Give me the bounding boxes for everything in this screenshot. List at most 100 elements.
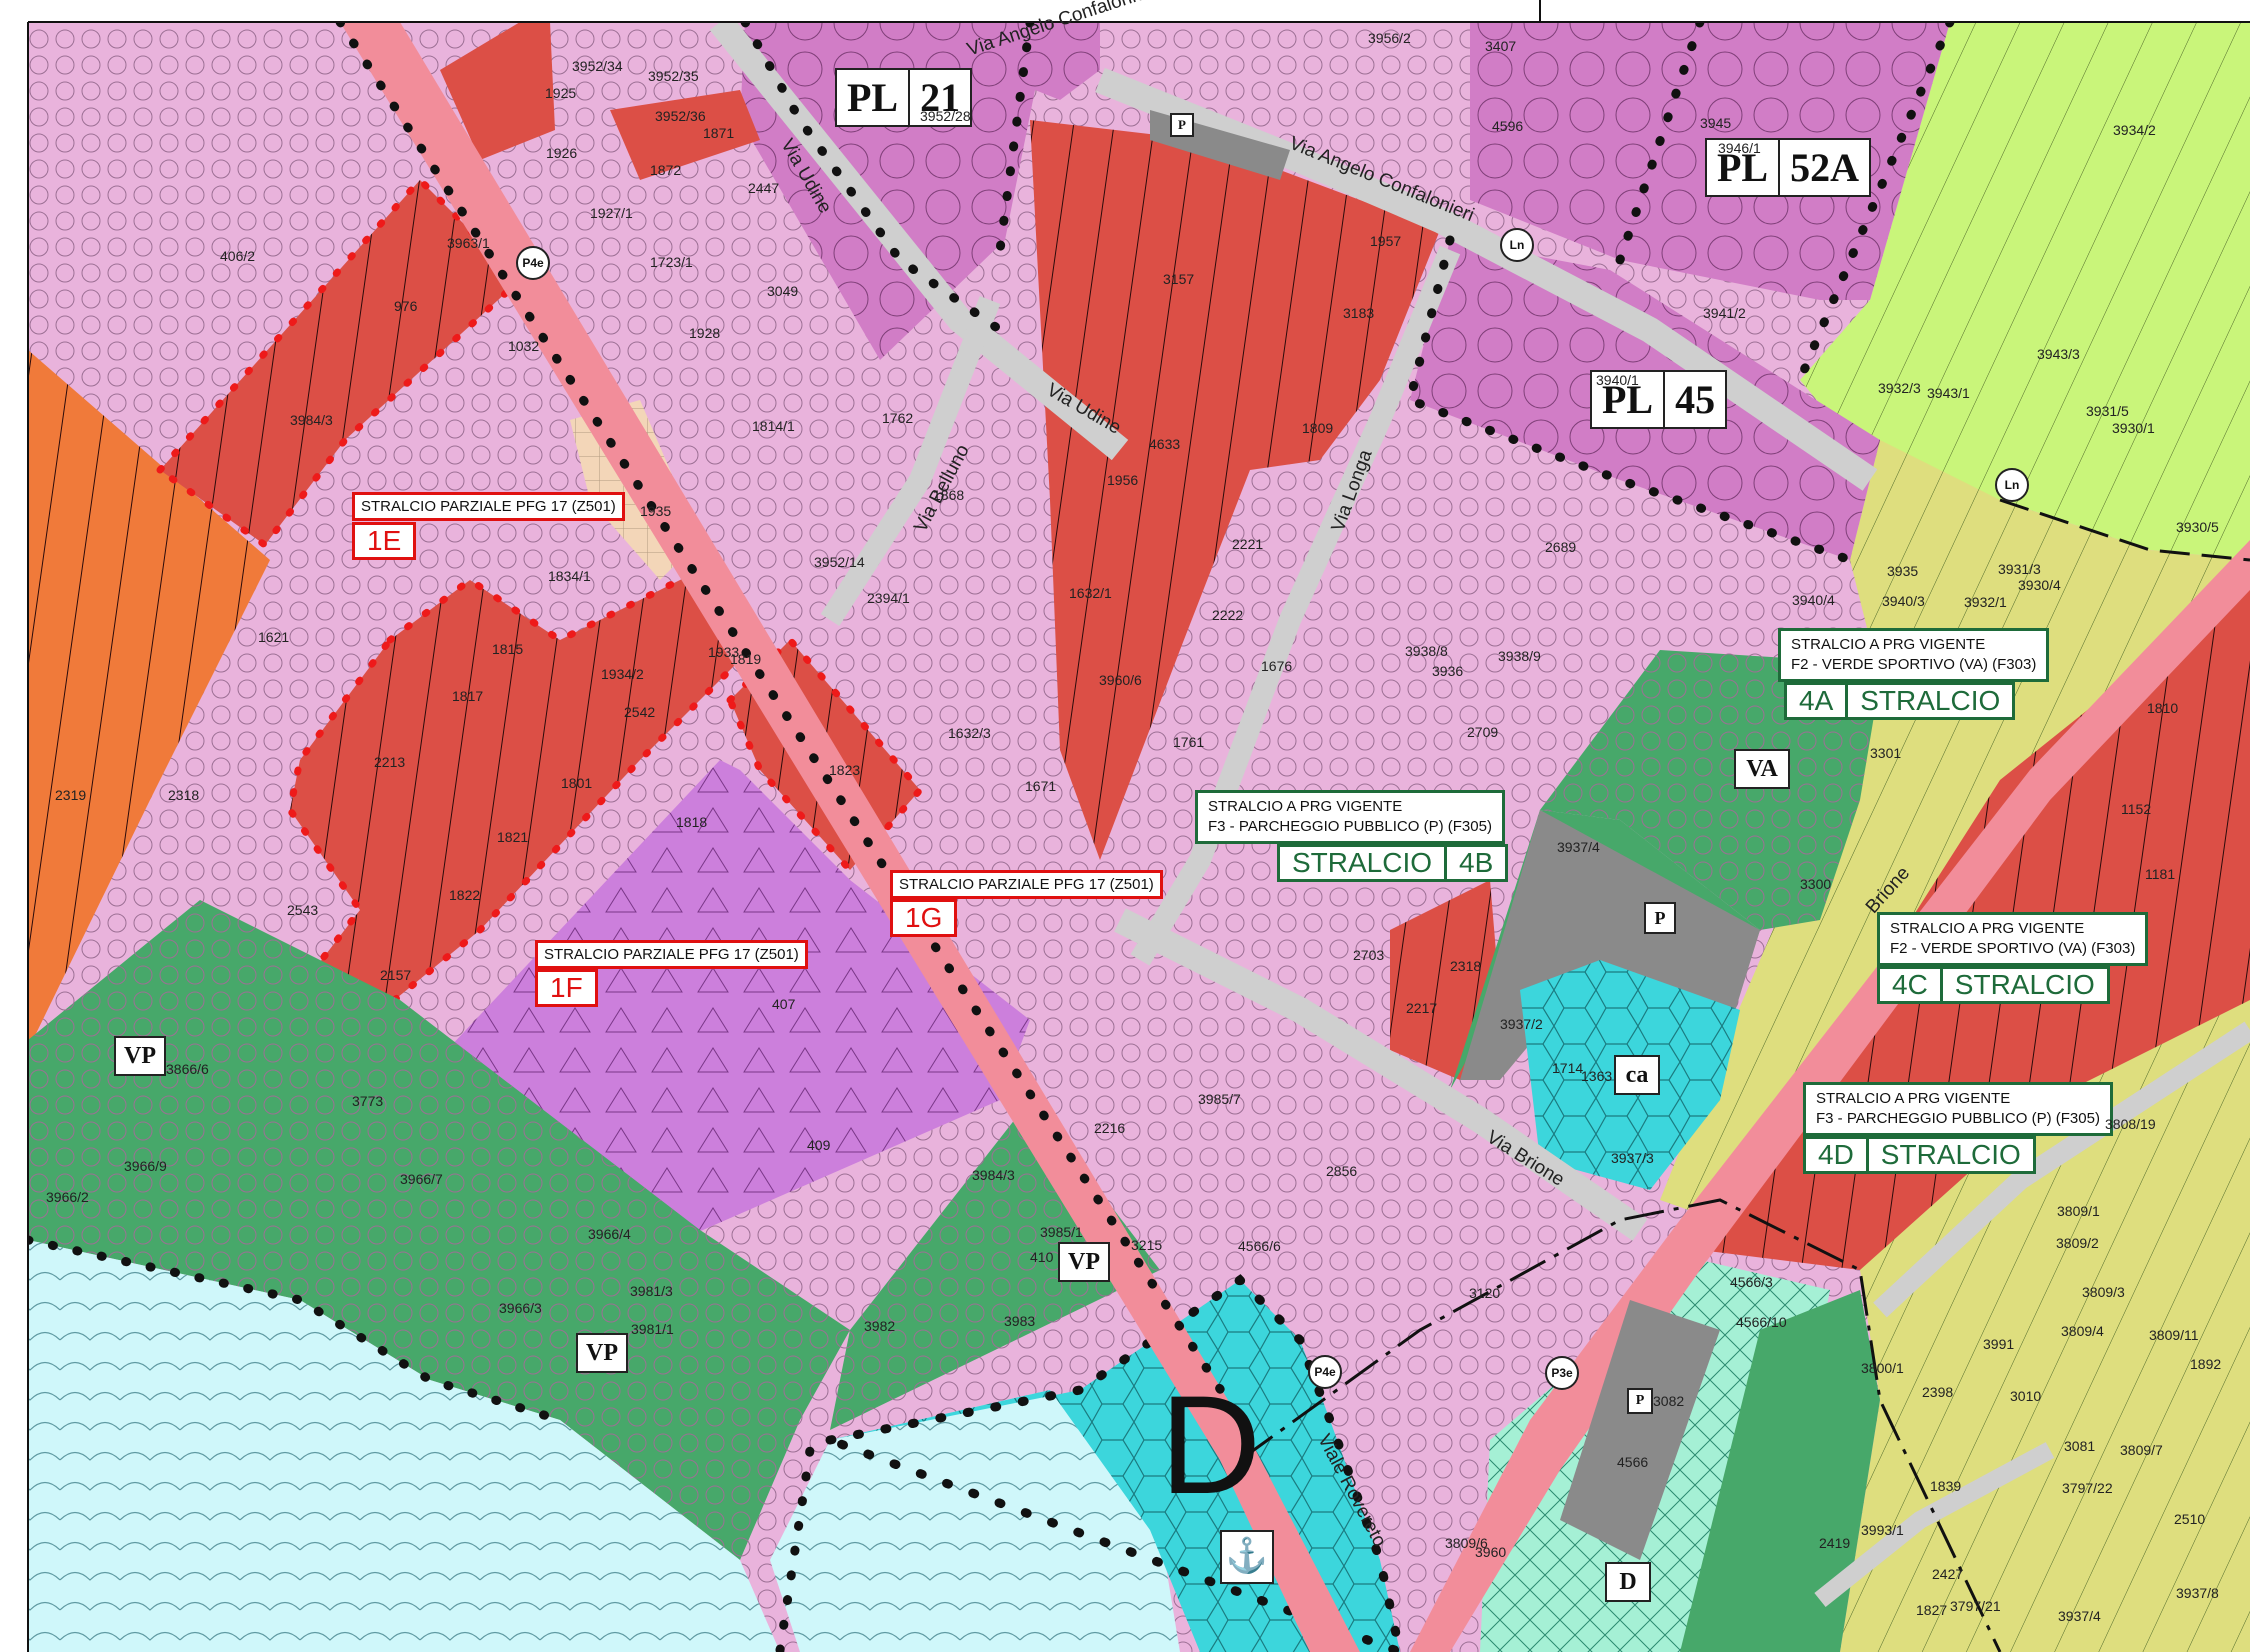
stralcio-word: STRALCIO bbox=[1845, 685, 2012, 717]
parcel-number: 3049 bbox=[767, 283, 799, 299]
parcel-number: 2709 bbox=[1467, 724, 1499, 740]
parcel-number: 2510 bbox=[2174, 1511, 2206, 1527]
pl-52a-label: PL 52A bbox=[1705, 138, 1872, 197]
ca-label: ca bbox=[1614, 1055, 1660, 1095]
parcel-number: 1801 bbox=[561, 775, 593, 791]
ln-tag: Ln bbox=[1995, 468, 2029, 502]
parcel-number: 1621 bbox=[258, 629, 290, 645]
parcel-number: 3930/1 bbox=[2112, 420, 2155, 436]
parcel-number: 3982 bbox=[864, 1318, 896, 1334]
parcel-number: 1809 bbox=[1302, 420, 1334, 436]
stralcio-4a-tag: 4A STRALCIO bbox=[1784, 682, 2016, 720]
parking-symbol: P bbox=[1644, 902, 1676, 934]
parcel-number: 2157 bbox=[380, 967, 412, 983]
parcel-number: 1723/1 bbox=[650, 254, 693, 270]
parcel-number: 3966/9 bbox=[124, 1158, 167, 1174]
parcel-number: 2213 bbox=[374, 754, 406, 770]
parcel-number: 3809/6 bbox=[1445, 1535, 1488, 1551]
parcel-number: 3960/6 bbox=[1099, 672, 1142, 688]
parcel-number: 3963/1 bbox=[447, 235, 490, 251]
pl-45-label: PL 45 bbox=[1590, 370, 1728, 429]
parcel-number: 4633 bbox=[1149, 436, 1181, 452]
vp-label: VP bbox=[1058, 1242, 1110, 1282]
parcel-number: 3966/4 bbox=[588, 1226, 631, 1242]
parcel-number: 3935 bbox=[1887, 563, 1919, 579]
stralcio-heading: STRALCIO A PRG VIGENTE bbox=[1208, 798, 1403, 815]
stralcio-heading: STRALCIO A PRG VIGENTE bbox=[1890, 920, 2085, 937]
anchor-icon: ⚓ bbox=[1220, 1530, 1274, 1584]
pl-boundaries bbox=[23, 17, 1955, 1652]
parcel-number: 3215 bbox=[1131, 1237, 1163, 1253]
parcel-number: 3943/3 bbox=[2037, 346, 2080, 362]
stralcio-4b-text: STRALCIO A PRG VIGENTE F3 - PARCHEGGIO P… bbox=[1195, 790, 1505, 844]
parcel-number: 1868 bbox=[933, 487, 965, 503]
parcel-number: 3960 bbox=[1475, 1544, 1507, 1560]
stralcio-4c-tag: 4C STRALCIO bbox=[1877, 966, 2110, 1004]
parcel-number: 1818 bbox=[676, 814, 708, 830]
port-d-label: D bbox=[1160, 1366, 1262, 1523]
stralcio-zone: F3 - PARCHEGGIO PUBBLICO (P) (F305) bbox=[1208, 818, 1492, 835]
pl-number: 21 bbox=[908, 70, 970, 125]
parcel-number: 3940/1 bbox=[1596, 372, 1639, 388]
parcel-number: 1181 bbox=[2145, 866, 2176, 882]
parcel-number: 1925 bbox=[545, 85, 577, 101]
parcel-number: 2703 bbox=[1353, 947, 1385, 963]
parcel-number: 1823 bbox=[829, 762, 861, 778]
ln-tag: Ln bbox=[1500, 228, 1534, 262]
stralcio-1f-text: STRALCIO PARZIALE PFG 17 (Z501) bbox=[535, 940, 808, 969]
parcel-number: 1815 bbox=[492, 641, 524, 657]
pl-number: 45 bbox=[1663, 372, 1725, 427]
parcel-number: 3082 bbox=[1653, 1393, 1685, 1409]
p4e-tag: P4e bbox=[516, 246, 550, 280]
parcel-number: 1822 bbox=[449, 887, 481, 903]
stralcio-heading: STRALCIO A PRG VIGENTE bbox=[1791, 636, 1986, 653]
parcel-number: 3938/9 bbox=[1498, 648, 1541, 664]
parcel-number: 3937/4 bbox=[1557, 839, 1600, 855]
parcel-number: 3930/5 bbox=[2176, 519, 2219, 535]
parcel-number: 1821 bbox=[497, 829, 529, 845]
parcel-number: 2394/1 bbox=[867, 590, 910, 606]
parcel-number: 3800/1 bbox=[1861, 1360, 1904, 1376]
parcel-number: 2427 bbox=[1932, 1566, 1964, 1582]
parcel-number: 3937/2 bbox=[1500, 1016, 1543, 1032]
parcel-number: 3809/3 bbox=[2082, 1284, 2125, 1300]
parcel-number: 4566 bbox=[1617, 1454, 1649, 1470]
parcel-number: 1926 bbox=[546, 145, 578, 161]
parcel-number: 1632/3 bbox=[948, 725, 991, 741]
parcel-number: 4566/3 bbox=[1730, 1274, 1773, 1290]
parcel-number: 2318 bbox=[1450, 958, 1482, 974]
parcel-number: 3984/3 bbox=[972, 1167, 1015, 1183]
parcel-number: 410 bbox=[1030, 1249, 1054, 1265]
parcel-number: 3797/21 bbox=[1950, 1598, 2001, 1614]
parcel-number: 1933 bbox=[708, 644, 740, 660]
parcel-number: 4596 bbox=[1492, 118, 1524, 134]
va-label: VA bbox=[1734, 749, 1790, 789]
parcel-number: 3936 bbox=[1432, 663, 1464, 679]
parcel-number: 3300 bbox=[1800, 876, 1832, 892]
parcel-number: 1839 bbox=[1930, 1478, 1962, 1494]
parcel-number: 2319 bbox=[55, 787, 87, 803]
parcel-number: 4566/10 bbox=[1736, 1314, 1787, 1330]
parcel-number: 3120 bbox=[1469, 1285, 1501, 1301]
parcel-number: 3940/4 bbox=[1792, 592, 1835, 608]
stralcio-4a-text: STRALCIO A PRG VIGENTE F2 - VERDE SPORTI… bbox=[1778, 628, 2050, 682]
parcel-number: 1928 bbox=[689, 325, 721, 341]
parcel-number: 3938/8 bbox=[1405, 643, 1448, 659]
stralcio-word: STRALCIO bbox=[1292, 847, 1433, 878]
parcel-number: 3301 bbox=[1870, 745, 1902, 761]
parcel-number: 3808/19 bbox=[2105, 1116, 2156, 1132]
parcel-number: 3966/3 bbox=[499, 1300, 542, 1316]
parcel-number: 1814/1 bbox=[752, 418, 795, 434]
parcel-number: 1957 bbox=[1370, 233, 1402, 249]
parcel-number: 2419 bbox=[1819, 1535, 1851, 1551]
parcel-number: 3993/1 bbox=[1861, 1522, 1904, 1538]
parcel-number: 3940/3 bbox=[1882, 593, 1925, 609]
parcel-number: 3809/11 bbox=[2149, 1327, 2199, 1343]
stralcio-heading: STRALCIO A PRG VIGENTE bbox=[1816, 1090, 2011, 1107]
parcel-number: 3952/34 bbox=[572, 58, 623, 74]
stralcio-1f-zone bbox=[286, 565, 765, 1025]
parcel-number: 2216 bbox=[1094, 1120, 1126, 1136]
parcel-number: 2447 bbox=[748, 180, 780, 196]
parcel-number: 3183 bbox=[1343, 305, 1375, 321]
